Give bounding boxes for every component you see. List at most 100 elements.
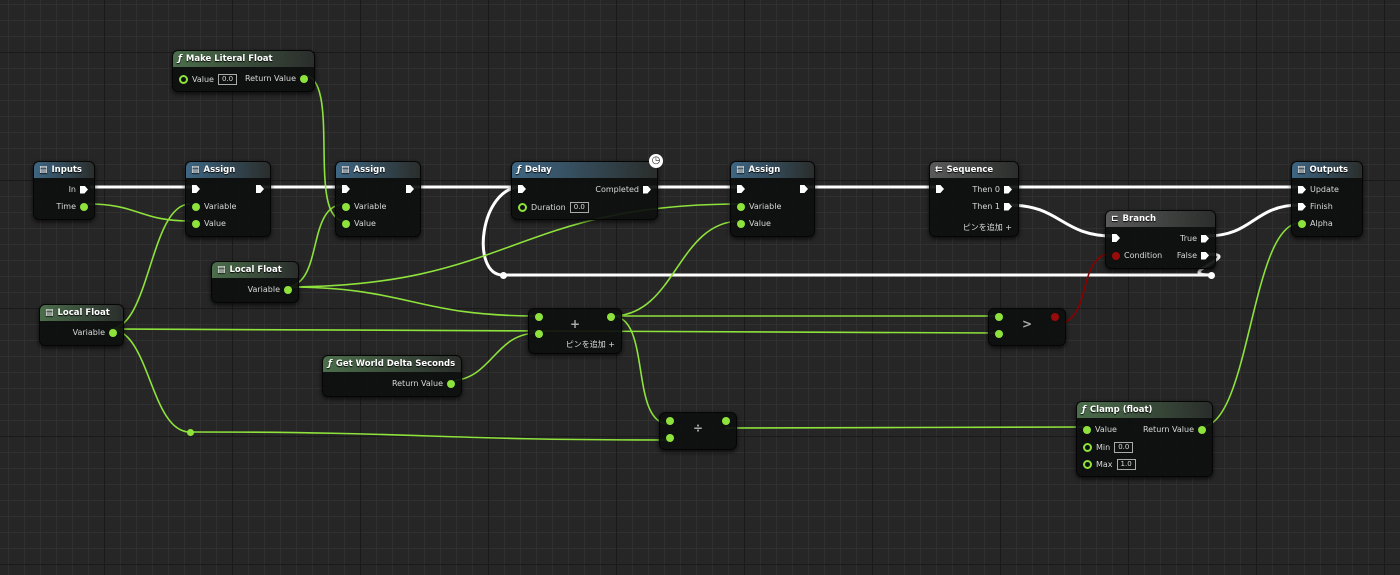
pin-exec[interactable] bbox=[936, 185, 948, 193]
pin-condition[interactable]: Condition bbox=[1112, 251, 1162, 260]
node-header[interactable]: ▤Assign bbox=[336, 162, 420, 178]
float-wire[interactable] bbox=[724, 426, 1087, 429]
data-pin-icon[interactable] bbox=[535, 330, 543, 338]
data-pin-icon[interactable] bbox=[737, 219, 745, 228]
node-add[interactable]: +ピンを追加 + bbox=[528, 308, 622, 354]
exec-pin-icon[interactable] bbox=[1004, 202, 1012, 211]
pin-alpha[interactable]: Alpha bbox=[1298, 219, 1333, 228]
exec-pin-icon[interactable] bbox=[1201, 251, 1209, 260]
data-pin-icon[interactable] bbox=[666, 417, 674, 425]
pin-data[interactable] bbox=[666, 417, 678, 425]
data-pin-icon[interactable] bbox=[995, 330, 1003, 338]
node-header[interactable]: ▤Inputs bbox=[34, 162, 94, 178]
pin-return-value[interactable]: Return Value bbox=[245, 74, 308, 83]
data-pin-icon[interactable] bbox=[666, 434, 674, 442]
exec-pin-icon[interactable] bbox=[518, 185, 526, 193]
add-pin-button[interactable]: ピンを追加 + bbox=[565, 340, 615, 349]
pin-data[interactable] bbox=[666, 434, 678, 442]
exec-pin-icon[interactable] bbox=[1298, 185, 1306, 194]
pin-exec[interactable] bbox=[342, 185, 354, 193]
pin-variable[interactable]: Variable bbox=[248, 285, 292, 294]
exec-pin-icon[interactable] bbox=[1298, 202, 1306, 211]
data-pin-icon[interactable] bbox=[447, 379, 455, 388]
float-wire[interactable] bbox=[189, 431, 670, 441]
pin-exec[interactable] bbox=[402, 185, 414, 193]
pin-exec[interactable] bbox=[796, 185, 808, 193]
reroute-node[interactable] bbox=[499, 271, 507, 279]
node-header[interactable]: ▤Outputs bbox=[1292, 162, 1362, 178]
pin-default-value-input[interactable]: 1.0 bbox=[1116, 459, 1136, 470]
pin-return-value[interactable]: Return Value bbox=[392, 379, 455, 388]
pin-exec[interactable] bbox=[518, 185, 530, 193]
pin-value[interactable]: Value bbox=[342, 219, 376, 228]
data-pin-icon[interactable] bbox=[1083, 425, 1091, 434]
pin-data[interactable] bbox=[718, 417, 730, 425]
pin-value[interactable]: Value bbox=[737, 219, 771, 228]
exec-pin-icon[interactable] bbox=[1112, 234, 1120, 242]
pin-false[interactable]: False bbox=[1177, 251, 1209, 260]
pin-in[interactable]: In bbox=[69, 185, 88, 194]
exec-wire[interactable] bbox=[1008, 203, 1114, 238]
data-pin-icon[interactable] bbox=[722, 417, 730, 425]
pin-data[interactable] bbox=[535, 313, 547, 321]
data-pin-icon[interactable] bbox=[192, 202, 200, 211]
pin-update[interactable]: Update bbox=[1298, 185, 1339, 194]
exec-pin-icon[interactable] bbox=[1004, 185, 1012, 194]
pin-then-0[interactable]: Then 0 bbox=[972, 185, 1012, 194]
float-wire[interactable] bbox=[611, 220, 742, 317]
data-pin-icon[interactable] bbox=[535, 313, 543, 321]
exec-wire[interactable] bbox=[1206, 203, 1301, 238]
node-header[interactable]: ▤Local Float bbox=[40, 305, 123, 321]
exec-pin-icon[interactable] bbox=[936, 185, 944, 193]
pin-then-1[interactable]: Then 1 bbox=[972, 202, 1012, 211]
exec-pin-icon[interactable] bbox=[737, 185, 745, 193]
add-pin-button[interactable]: ピンを追加 + bbox=[962, 223, 1012, 232]
pin-finish[interactable]: Finish bbox=[1298, 202, 1333, 211]
data-pin-icon[interactable] bbox=[342, 219, 350, 228]
data-pin-icon[interactable] bbox=[995, 313, 1003, 321]
node-header[interactable]: ▤Assign bbox=[731, 162, 814, 178]
pin-data[interactable] bbox=[535, 330, 547, 338]
pin-value[interactable]: Value bbox=[192, 219, 226, 228]
pin-data[interactable] bbox=[995, 313, 1007, 321]
data-pin-icon[interactable] bbox=[192, 219, 200, 228]
data-pin-icon[interactable] bbox=[284, 285, 292, 294]
node-header[interactable]: ⊏Branch bbox=[1106, 211, 1215, 227]
pin-true[interactable]: True bbox=[1180, 234, 1209, 243]
data-pin-icon[interactable] bbox=[518, 203, 527, 212]
pin-default-value-input[interactable]: 0.0 bbox=[1114, 442, 1134, 453]
float-wire[interactable] bbox=[87, 203, 191, 222]
data-pin-icon[interactable] bbox=[300, 74, 308, 83]
exec-pin-icon[interactable] bbox=[643, 185, 651, 194]
pin-variable[interactable]: Variable bbox=[192, 202, 236, 211]
exec-pin-icon[interactable] bbox=[80, 185, 88, 194]
pin-exec[interactable] bbox=[1112, 234, 1124, 242]
node-header[interactable]: ▤Assign bbox=[186, 162, 270, 178]
pin-exec[interactable] bbox=[252, 185, 264, 193]
pin-data[interactable] bbox=[603, 313, 615, 321]
node-divide[interactable]: ÷ bbox=[659, 412, 737, 450]
pin-variable[interactable]: Variable bbox=[73, 328, 117, 337]
reroute-node[interactable] bbox=[1207, 271, 1215, 279]
pin-variable[interactable]: Variable bbox=[342, 202, 386, 211]
pin-exec[interactable] bbox=[737, 185, 749, 193]
